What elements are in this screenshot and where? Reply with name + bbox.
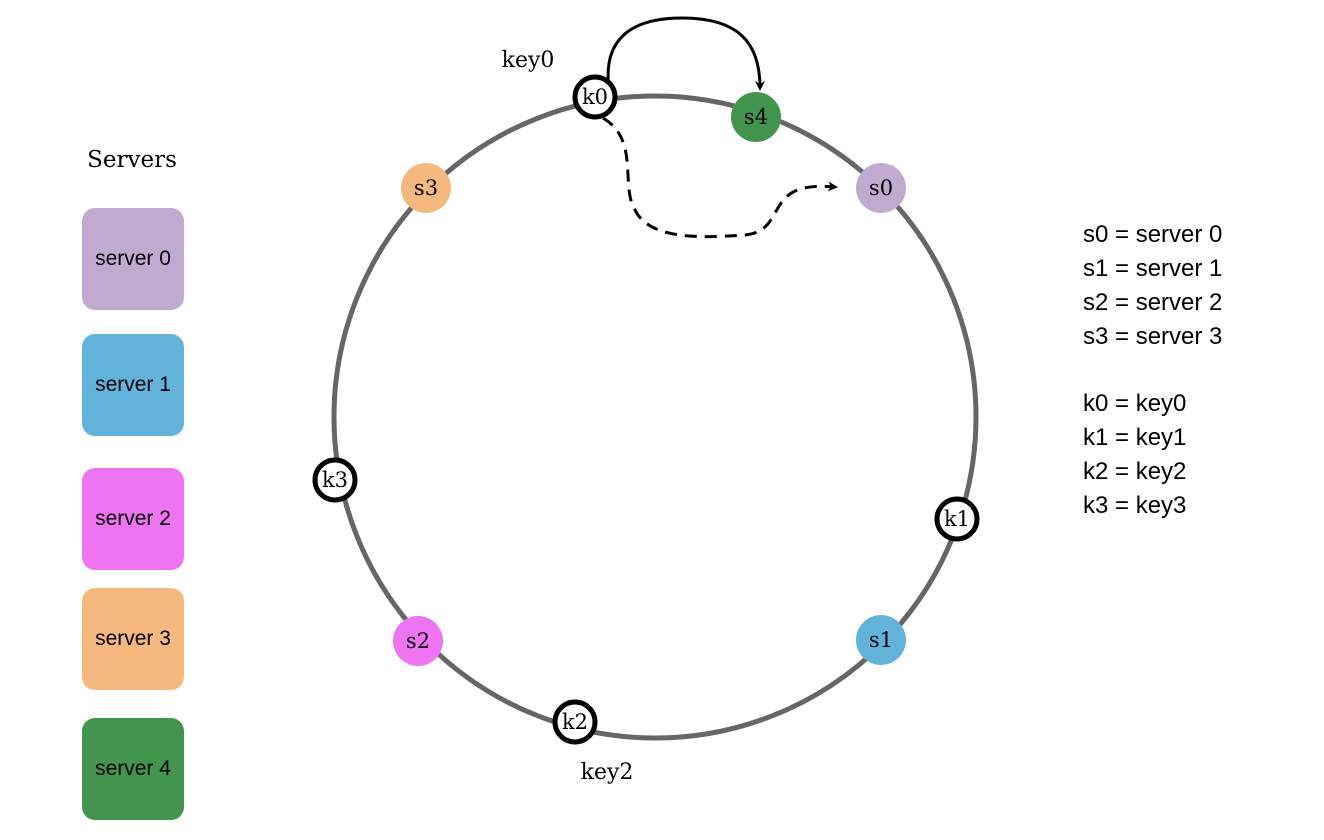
svg-text:s0: s0 (869, 176, 893, 200)
svg-text:s4: s4 (744, 105, 768, 129)
servers-title: Servers (87, 147, 177, 173)
legend-gap (1083, 354, 1222, 387)
ring-server-s1: s1 (856, 615, 906, 665)
ring-server-s3: s3 (401, 163, 451, 213)
legend-server-2: s2 = server 2 (1083, 289, 1223, 316)
key2-label: key2 (581, 760, 634, 785)
ring-key-k2: k2 (552, 699, 598, 745)
server-box-1: server 1 (82, 334, 184, 436)
legend-key-1: k1 = key1 (1083, 424, 1187, 451)
legend-server-3: s3 = server 3 (1083, 323, 1223, 350)
ring-server-s4: s4 (731, 92, 781, 142)
server-box-label: server 1 (95, 373, 171, 396)
svg-text:s1: s1 (869, 628, 893, 652)
ring-server-s2: s2 (393, 616, 443, 666)
server-box-label: server 3 (95, 627, 171, 650)
svg-text:k1: k1 (944, 507, 970, 531)
svg-text:k3: k3 (322, 468, 348, 492)
server-box-label: server 4 (95, 757, 171, 780)
svg-text:k2: k2 (562, 710, 588, 734)
server-box-4: server 4 (82, 718, 184, 820)
ring-key-k3: k3 (312, 457, 358, 503)
svg-text:k0: k0 (582, 85, 608, 109)
arrow-k0-to-s4 (606, 16, 765, 96)
server-box-label: server 2 (95, 507, 171, 530)
server-box-2: server 2 (82, 468, 184, 570)
legend-key-0: k0 = key0 (1083, 390, 1187, 417)
legend-key-2: k2 = key2 (1083, 458, 1187, 485)
dashed-arrow-k0-to-s0 (602, 116, 838, 239)
svg-text:s3: s3 (414, 176, 438, 200)
server-box-label: server 0 (95, 247, 171, 270)
ring-key-k0: k0 (572, 74, 618, 120)
svg-text:s2: s2 (406, 629, 430, 653)
legend-server-1: s1 = server 1 (1083, 255, 1223, 282)
legend-server-0: s0 = server 0 (1083, 221, 1223, 248)
server-box-3: server 3 (82, 588, 184, 690)
hash-ring (331, 93, 979, 741)
ring-server-s0: s0 (856, 163, 906, 213)
ring-key-k1: k1 (934, 496, 980, 542)
key0-label: key0 (502, 48, 555, 73)
legend-key-3: k3 = key3 (1083, 492, 1187, 519)
legend: s0 = server 0 s1 = server 1 s2 = server … (1083, 218, 1222, 523)
server-box-0: server 0 (82, 208, 184, 310)
